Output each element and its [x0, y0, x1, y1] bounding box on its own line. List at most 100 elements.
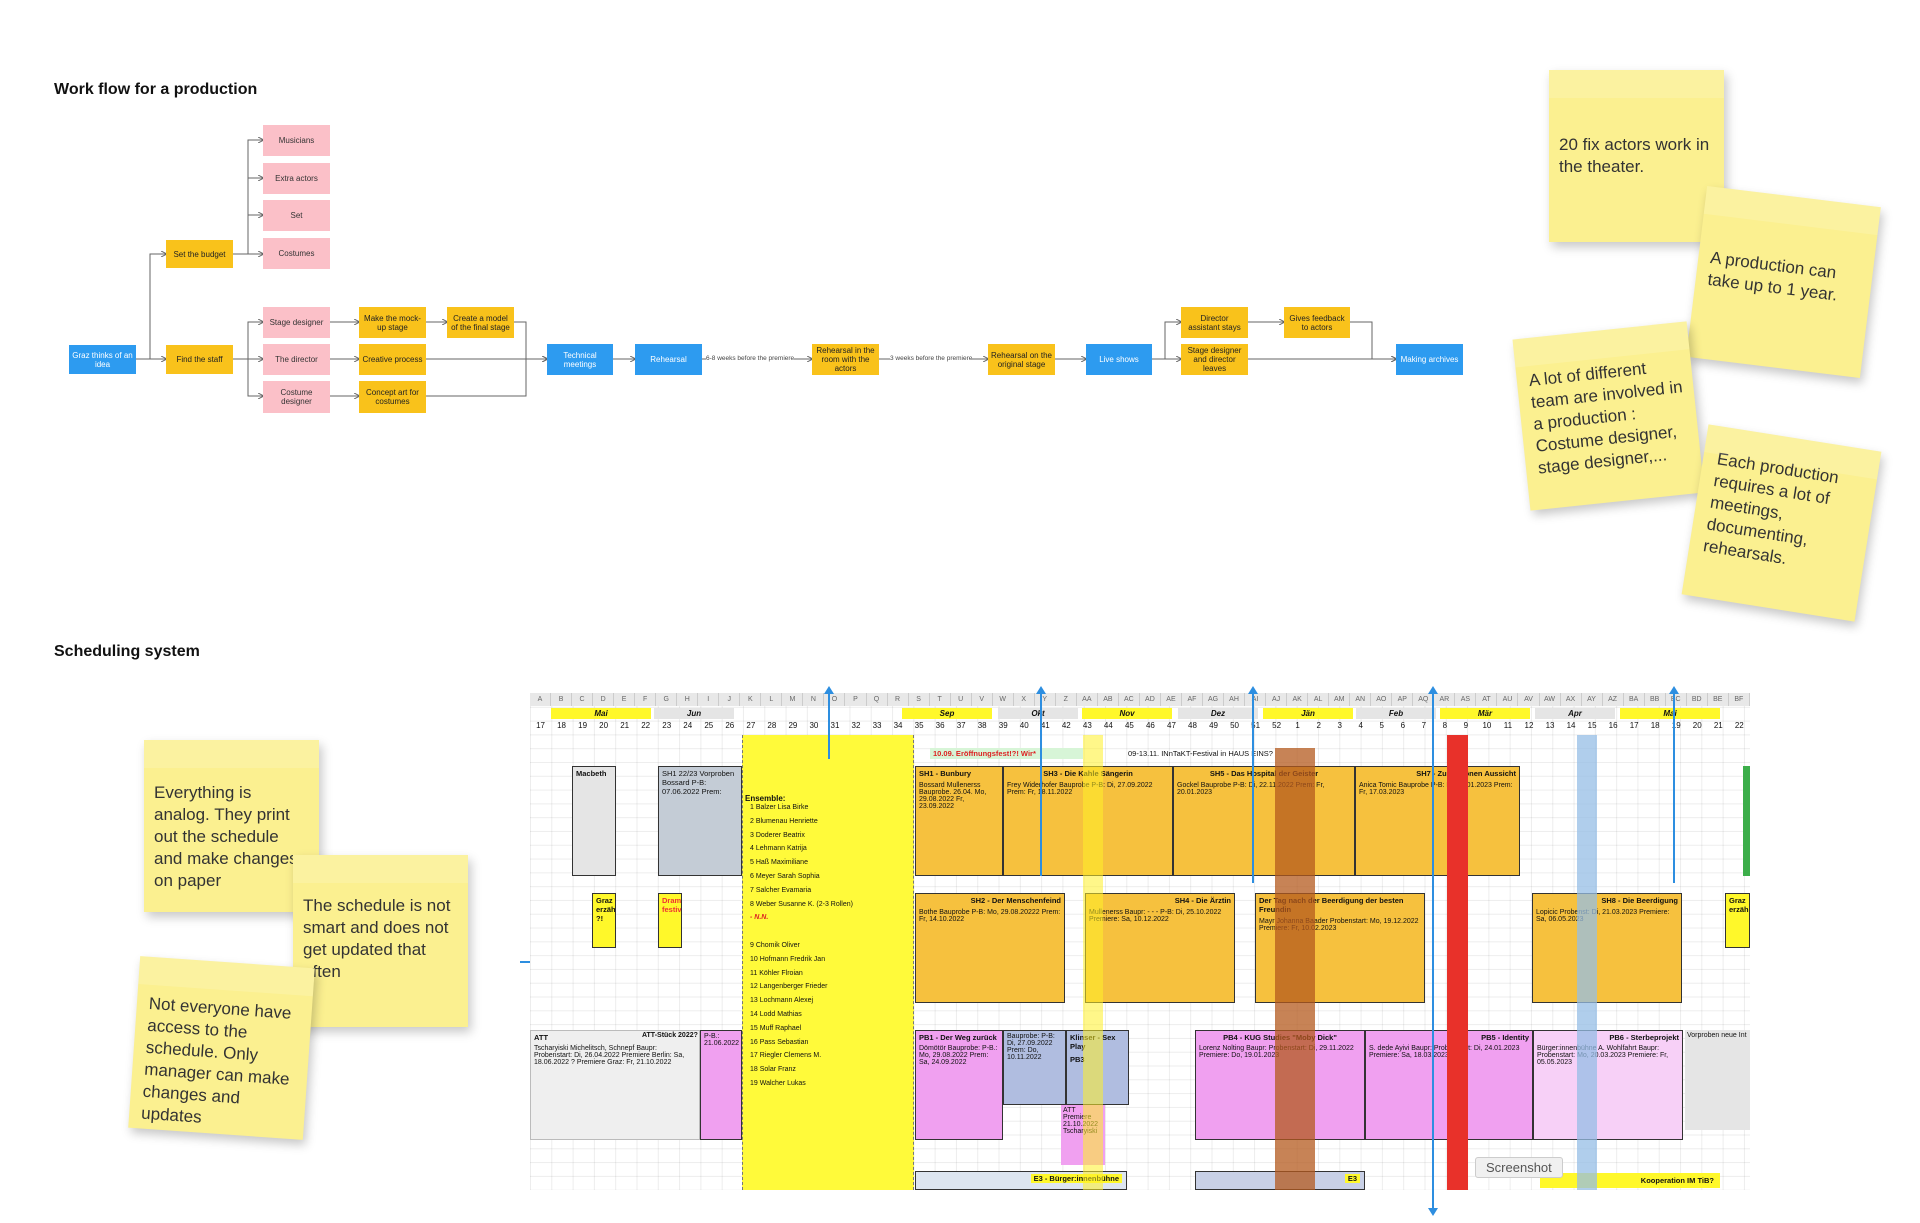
block-vorproben[interactable]: Vorproben neue Int [1685, 1030, 1750, 1130]
week-number-cell: 47 [1167, 721, 1176, 730]
block-graz-erzaehlt[interactable]: Graz erzählt ?! [592, 893, 616, 948]
arrow-line-4 [1432, 693, 1434, 1211]
block-att-body: Tscharyiski Michelitsch, Schnepf Baupr: … [534, 1045, 685, 1066]
node-find-staff[interactable]: Find the staff [166, 345, 233, 374]
block-sh1-title: SH1 - Bunbury [919, 769, 972, 778]
ensemble-title: Ensemble: [745, 794, 786, 803]
block-att-stueck: ATT-Stück 2022? [642, 1032, 698, 1039]
block-sh1-2223[interactable]: SH1 22/23 Vorproben Bossard P-B: 07.06.2… [658, 766, 742, 876]
screenshot-label: Screenshot [1475, 1157, 1563, 1178]
node-stage-designer[interactable]: Stage designer [263, 307, 330, 338]
column-header-cell: BA [1624, 693, 1645, 706]
node-costumes[interactable]: Costumes [263, 238, 330, 269]
month-dez: Dez [1178, 708, 1258, 719]
week-number-cell: 34 [893, 721, 903, 730]
workflow-connectors [136, 0, 1920, 480]
ensemble-member: 19 Walcher Lukas [750, 1079, 806, 1087]
ensemble-member: 4 Lehmann Katrija [750, 845, 807, 853]
node-musicians[interactable]: Musicians [263, 125, 330, 156]
column-header-cell: D [593, 693, 615, 706]
node-extra-actors[interactable]: Extra actors [263, 163, 330, 194]
node-concept-art[interactable]: Concept art for costumes [359, 381, 426, 413]
ensemble-member: 13 Lochmann Alexej [750, 997, 814, 1005]
block-sh4-body: Mullenerss Baupr: - - - P-B: Di, 25.10.2… [1089, 909, 1222, 923]
week-number-cell: 49 [1209, 721, 1218, 730]
block-graz-erzaehlt-2[interactable]: Graz erzählt [1725, 893, 1750, 948]
block-bauprobe-pb[interactable]: Bauprobe: P-B: Di, 27.09.2022 Prem: Do, … [1003, 1030, 1066, 1105]
column-header-cell: J [719, 693, 741, 706]
block-sh8-title: SH8 - Die Beerdigung [1601, 896, 1678, 905]
block-sh7-title: SH7 - Zur schönen Aussicht [1416, 769, 1516, 778]
node-rehearsal[interactable]: Rehearsal [635, 344, 702, 375]
column-header-cell: BF [1729, 693, 1750, 706]
node-making-archives[interactable]: Making archives [1396, 344, 1463, 375]
sticky-teams-involved-text: A lot of different team are involved in … [1527, 358, 1684, 478]
month-feb: Feb [1356, 708, 1436, 719]
column-header-cell: W [993, 693, 1014, 706]
column-header-cell: AW [1540, 693, 1561, 706]
block-pb-left[interactable]: P-B.: 21.06.2022 [700, 1030, 742, 1140]
edge-label-6-8-weeks: 6-8 weeks before the premiere [706, 355, 795, 362]
block-pb1-title: PB1 - Der Weg zurück [919, 1033, 997, 1042]
block-e3-title: E3 - Bürger:innenbühne [1030, 1174, 1122, 1183]
workflow-title: Work flow for a production [54, 81, 258, 98]
node-rehearsal-original-stage[interactable]: Rehearsal on the original stage [988, 344, 1055, 375]
column-header-cell: AT [1476, 693, 1498, 706]
node-creative-process[interactable]: Creative process [359, 344, 426, 375]
column-header-cell: M [782, 693, 804, 706]
node-feedback[interactable]: Gives feedback to actors [1284, 307, 1350, 338]
month-sep: Sep [902, 708, 992, 719]
node-set[interactable]: Set [263, 200, 330, 231]
column-header-cell: H [677, 693, 699, 706]
node-director[interactable]: The director [263, 344, 330, 375]
block-e3-buergerinnenbuehne[interactable]: E3 - Bürger:innenbühne [915, 1171, 1127, 1190]
column-highlight-yellow [1083, 735, 1103, 1190]
node-director-assistant[interactable]: Director assistant stays [1181, 307, 1248, 338]
arrow-line-5 [1673, 693, 1675, 883]
month-mar: Mär [1440, 708, 1530, 719]
week-number-cell: 30 [809, 721, 819, 730]
block-kooperation-text: Kooperation IM TiB? [1640, 1176, 1714, 1185]
week-number-cell: 32 [851, 721, 861, 730]
node-rehearsal-room[interactable]: Rehearsal in the room with the actors [812, 344, 879, 375]
column-header-cell: AN [1350, 693, 1372, 706]
block-drama-festival[interactable]: Drama-festival? [658, 893, 682, 948]
block-att[interactable]: ATT Tscharyiski Michelitsch, Schnepf Baup… [530, 1030, 700, 1140]
block-bauprobe-pb-text: Bauprobe: P-B: Di, 27.09.2022 Prem: Do, … [1007, 1033, 1055, 1061]
column-header-cell: O [824, 693, 846, 706]
arrow-up-1-icon [824, 686, 834, 694]
month-jun: Jun [654, 708, 734, 719]
week-number-cell: 25 [704, 721, 714, 730]
edge-label-3-weeks: 3 weeks before the premiere [890, 355, 973, 362]
node-costume-designer[interactable]: Costume designer [263, 381, 330, 413]
node-mockup-stage[interactable]: Make the mock-up stage [359, 307, 426, 338]
node-set-budget[interactable]: Set the budget [166, 240, 233, 268]
block-kooperation[interactable]: Kooperation IM TiB? [1540, 1173, 1720, 1188]
column-header-cell: AI [1245, 693, 1267, 706]
column-header-cell: AP [1392, 693, 1414, 706]
node-technical-meetings[interactable]: Technical meetings [547, 344, 613, 375]
column-header-cell: AM [1329, 693, 1351, 706]
node-live-shows[interactable]: Live shows [1086, 344, 1152, 375]
sticky-production-year: A production can take up to 1 year. [1686, 185, 1881, 379]
node-graz-idea[interactable]: Graz thinks of an idea [69, 345, 136, 374]
node-designer-leaves[interactable]: Stage designer and director leaves [1181, 344, 1248, 375]
node-model-final-stage[interactable]: Create a model of the final stage [447, 307, 514, 338]
block-att-title: ATT [534, 1033, 549, 1042]
week-number-cell: 16 [1608, 721, 1618, 730]
block-macbeth[interactable]: Macbeth [572, 766, 616, 876]
block-sh4-title: SH4 - Die Ärztin [1174, 896, 1231, 905]
week-number-cell: 44 [1103, 721, 1113, 730]
month-mai2: Mai [1620, 708, 1720, 719]
ensemble-column [742, 735, 914, 1190]
week-number-cell: 41 [1040, 721, 1050, 730]
